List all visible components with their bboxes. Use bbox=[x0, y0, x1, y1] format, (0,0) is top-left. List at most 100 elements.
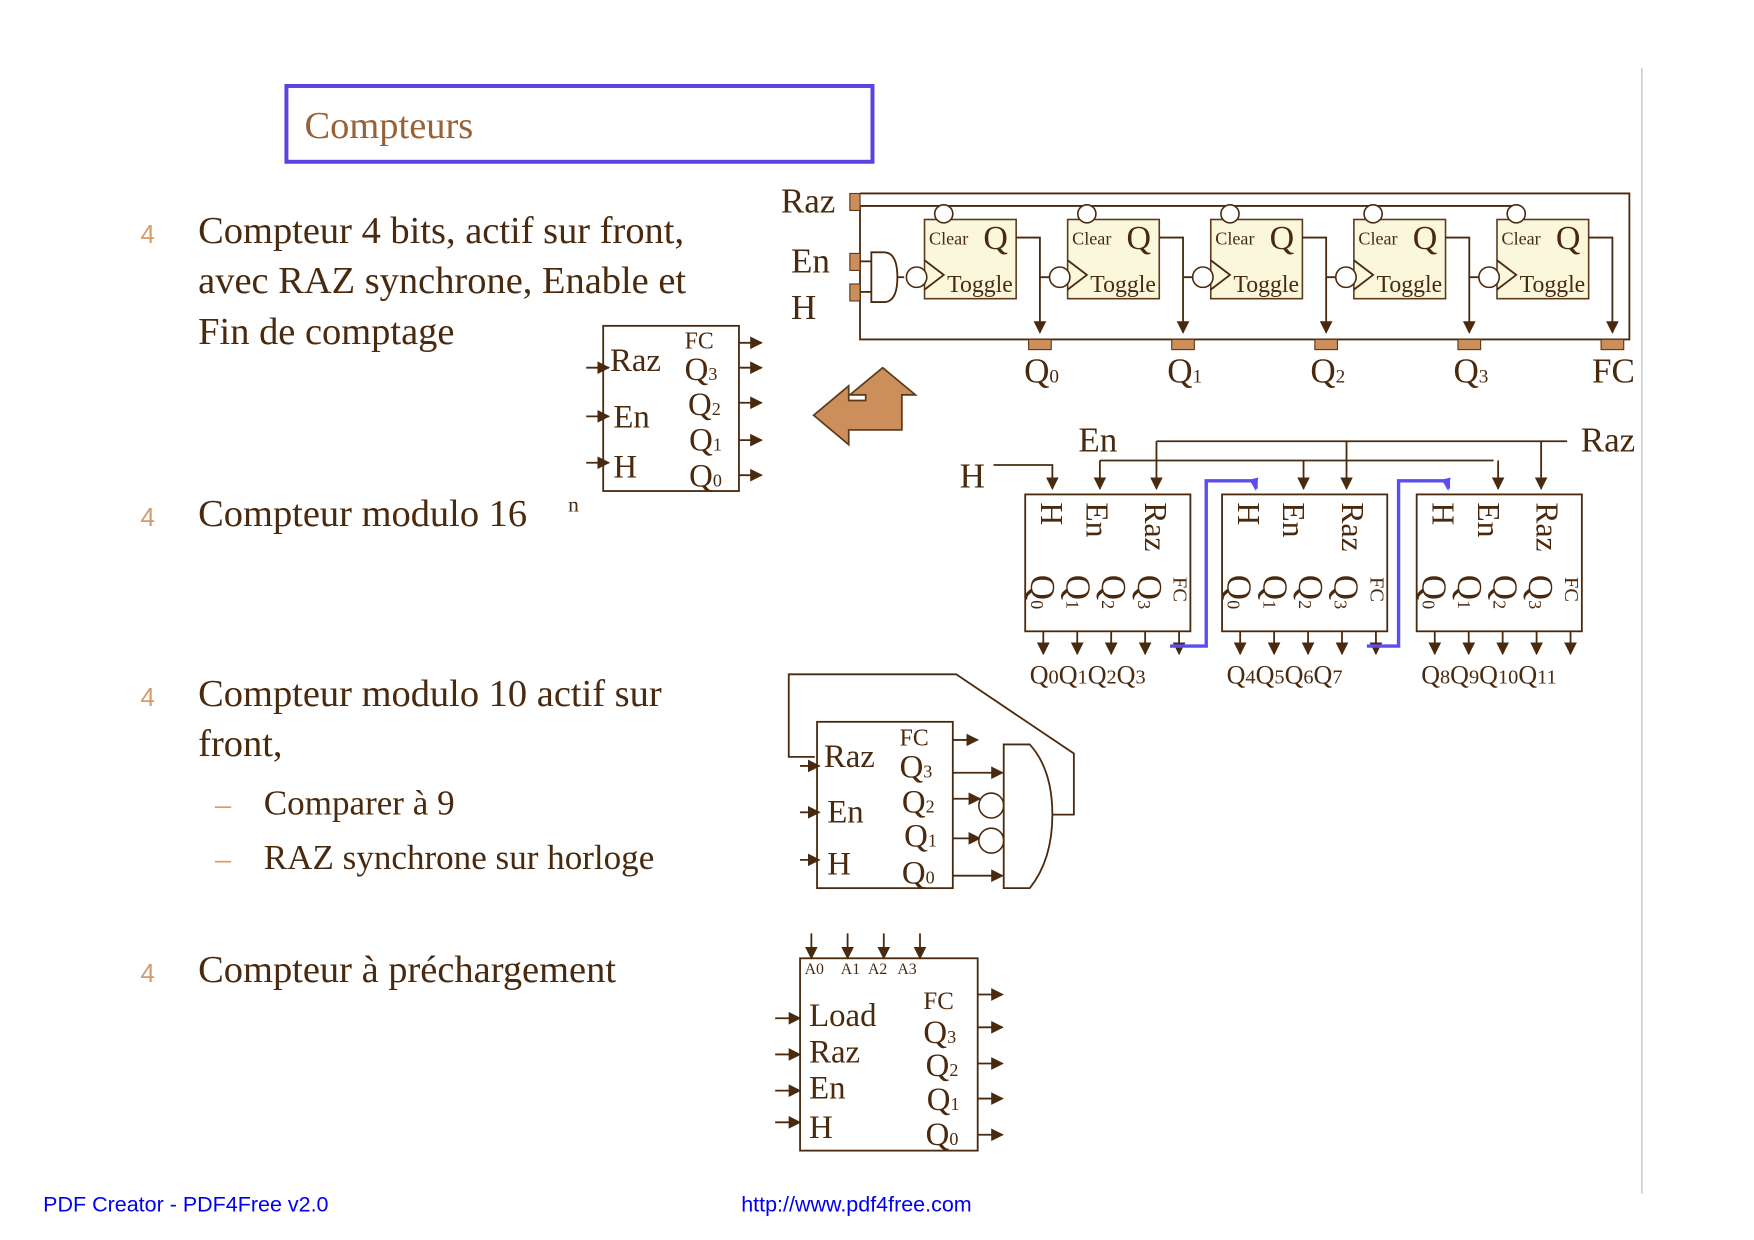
chain-input-label: H bbox=[791, 288, 816, 327]
block-output-label: Q2 bbox=[1291, 575, 1330, 609]
bullet-item-3: 4 Compteur modulo 10 actif sur front, – … bbox=[140, 673, 661, 877]
clear-bubble bbox=[1220, 203, 1240, 224]
chain-output-label: Q0 bbox=[1024, 351, 1059, 390]
output-label: Q2 bbox=[688, 387, 721, 423]
output-label: Q3 bbox=[685, 352, 718, 388]
output-label: Q2 bbox=[926, 1048, 959, 1084]
input-pad-en bbox=[849, 252, 861, 271]
clock-bubble bbox=[1478, 266, 1501, 289]
counter-4bit-block: Raz En H FC Q3 Q2 Q1 Q0 bbox=[586, 324, 763, 494]
sub-bullet-line: RAZ synchrone sur horloge bbox=[264, 838, 654, 877]
block-output-label: FC bbox=[1560, 577, 1582, 602]
block-output-label: Q2 bbox=[1486, 575, 1525, 609]
block-input-label: En bbox=[1471, 502, 1506, 537]
mod10-diagram: Raz En H FC Q3 Q2 Q1 Q0 bbox=[787, 673, 1075, 892]
block-output-label: Q1 bbox=[1059, 575, 1098, 609]
bullet-marker: 4 bbox=[140, 682, 154, 712]
toggle-label: Toggle bbox=[947, 272, 1013, 298]
clock-triangle-icon bbox=[1210, 259, 1232, 291]
preload-input-label: A0 bbox=[805, 961, 824, 978]
signal-label-raz: Raz bbox=[1581, 420, 1636, 459]
output-label: Q1 bbox=[927, 1082, 960, 1118]
output-label: Q0 bbox=[902, 856, 935, 892]
block-output-label: Q0 bbox=[1414, 575, 1453, 609]
block-output-label: Q0 bbox=[1023, 575, 1062, 609]
clear-bubble bbox=[1077, 203, 1097, 224]
preload-input-label: A1 bbox=[841, 961, 860, 978]
input-label: H bbox=[613, 449, 637, 485]
input-label: Raz bbox=[610, 343, 661, 379]
output-pad bbox=[1314, 338, 1339, 351]
input-label: En bbox=[613, 400, 649, 436]
q-label: Q bbox=[1413, 220, 1438, 257]
q-label: Q bbox=[983, 220, 1008, 257]
block-input-label: H bbox=[1426, 502, 1461, 525]
bullet-superscript: n bbox=[568, 492, 579, 516]
bullet-line: avec RAZ synchrone, Enable et bbox=[198, 260, 686, 302]
bullet-marker: 4 bbox=[140, 502, 154, 532]
clock-triangle-icon bbox=[923, 259, 946, 291]
clock-triangle-icon bbox=[1353, 259, 1375, 291]
input-label: Load bbox=[809, 998, 876, 1034]
chain-output-label: FC bbox=[1592, 351, 1635, 390]
footer-creator-link[interactable]: PDF Creator - PDF4Free v2.0 bbox=[43, 1193, 328, 1217]
bullet-list: 4 Compteur 4 bits, actif sur front, avec… bbox=[140, 210, 686, 991]
output-label: Q1 bbox=[904, 818, 937, 854]
footer-url-link[interactable]: http://www.pdf4free.com bbox=[741, 1193, 971, 1217]
output-label: Q3 bbox=[900, 749, 933, 785]
output-pad bbox=[1171, 338, 1195, 351]
clear-label: Clear bbox=[1502, 228, 1541, 248]
output-pad bbox=[1028, 338, 1052, 351]
chain-input-label: Raz bbox=[781, 182, 836, 221]
block-output-label: Q3 bbox=[1521, 575, 1560, 609]
output-pad bbox=[1457, 338, 1482, 351]
output-label: Q0 bbox=[689, 458, 722, 494]
output-label: FC bbox=[900, 726, 929, 752]
block-output-label: Q3 bbox=[1327, 575, 1366, 609]
clear-label: Clear bbox=[1072, 228, 1111, 248]
and-gate bbox=[870, 251, 899, 303]
block-input-label: En bbox=[1276, 502, 1311, 537]
output-label: Q0 bbox=[926, 1117, 959, 1153]
block-input-label: Raz bbox=[1138, 502, 1173, 551]
preload-input-label: A3 bbox=[897, 961, 916, 978]
clock-triangle-icon bbox=[1067, 259, 1089, 291]
block-output-label: FC bbox=[1365, 577, 1387, 602]
preload-counter-block: A0 A1 A2 A3 Load Raz En H FC Q3 Q2 Q1 Q0 bbox=[775, 933, 1004, 1153]
bullet-item-4: 4 Compteur à préchargement bbox=[140, 949, 616, 991]
input-label: H bbox=[827, 847, 851, 883]
clear-bubble bbox=[933, 203, 954, 224]
sub-bullet-line: Comparer à 9 bbox=[264, 784, 455, 823]
block-output-label: Q2 bbox=[1094, 575, 1133, 609]
clock-bubble bbox=[1334, 266, 1357, 289]
q-label: Q bbox=[1556, 220, 1581, 257]
block-output-label: FC bbox=[1168, 577, 1190, 602]
toggle-label: Toggle bbox=[1377, 272, 1443, 298]
output-label: FC bbox=[685, 328, 714, 354]
sub-bullet-marker: – bbox=[214, 841, 232, 876]
input-label: H bbox=[809, 1110, 833, 1146]
toggle-flipflop: Clear Q Toggle bbox=[1334, 203, 1487, 351]
block-input-label: H bbox=[1034, 502, 1069, 525]
output-label: FC bbox=[923, 988, 953, 1015]
page-title: Compteurs bbox=[305, 105, 474, 147]
input-label: Raz bbox=[809, 1034, 860, 1070]
clear-bubble bbox=[1506, 203, 1527, 224]
output-label: Q2 bbox=[902, 784, 935, 820]
clear-label: Clear bbox=[1358, 228, 1397, 248]
output-label: Q1 bbox=[689, 422, 722, 458]
signal-label-h: H bbox=[960, 457, 985, 496]
clock-triangle-icon bbox=[1496, 259, 1518, 291]
block-output-label: Q0 bbox=[1220, 575, 1259, 609]
chain-output-label: Q2 bbox=[1310, 351, 1345, 390]
bullet-line: Compteur modulo 16 bbox=[198, 493, 527, 535]
input-label: Raz bbox=[824, 739, 875, 775]
bullet-marker: 4 bbox=[140, 219, 154, 249]
and-gate bbox=[1002, 743, 1054, 890]
chain-input-label: En bbox=[791, 242, 830, 281]
